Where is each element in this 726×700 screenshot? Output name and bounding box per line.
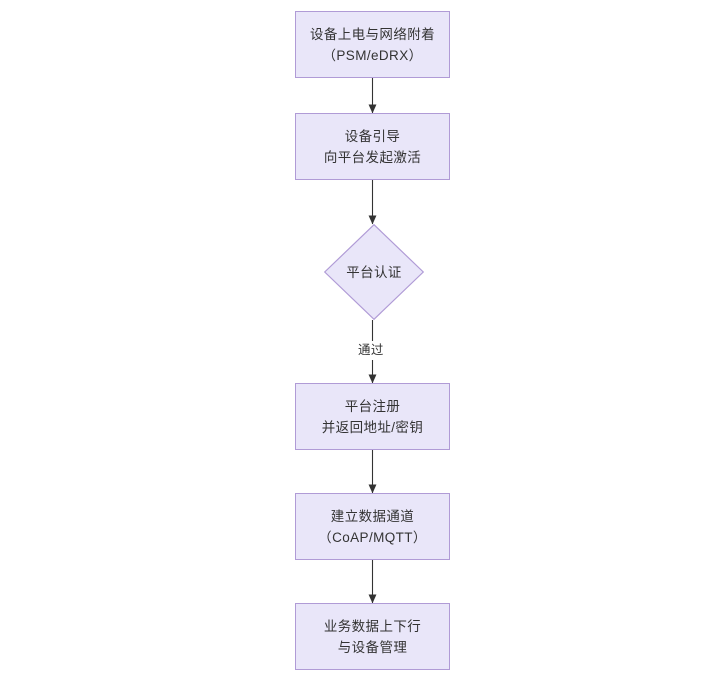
node-platform-auth-label: 平台认证: [324, 224, 424, 320]
edge-label-pass: 通过: [355, 341, 387, 360]
node-bootstrap[interactable]: 设备引导 向平台发起激活: [295, 113, 450, 180]
node-platform-register-line-1: 平台注册: [344, 398, 401, 414]
node-power-on[interactable]: 设备上电与网络附着 （PSM/eDRX）: [295, 11, 450, 78]
node-business-data[interactable]: 业务数据上下行 与设备管理: [295, 603, 450, 670]
node-business-data-line-2: 与设备管理: [337, 639, 408, 655]
node-bootstrap-line-1: 设备引导: [344, 128, 401, 144]
node-data-channel-line-2: （CoAP/MQTT）: [318, 529, 427, 545]
node-platform-auth-line-1: 平台认证: [346, 264, 402, 280]
node-data-channel[interactable]: 建立数据通道 （CoAP/MQTT）: [295, 493, 450, 560]
node-power-on-line-2: （PSM/eDRX）: [322, 47, 423, 63]
node-business-data-line-1: 业务数据上下行: [323, 618, 422, 634]
diamond-shape: [324, 224, 424, 320]
node-power-on-line-1: 设备上电与网络附着: [309, 26, 436, 42]
node-bootstrap-line-2: 向平台发起激活: [323, 149, 422, 165]
node-data-channel-line-1: 建立数据通道: [330, 508, 415, 524]
node-platform-register-line-2: 并返回地址/密钥: [321, 419, 424, 435]
node-platform-auth[interactable]: 平台认证: [324, 224, 424, 320]
edge-label-pass-text: 通过: [358, 343, 384, 357]
node-platform-register[interactable]: 平台注册 并返回地址/密钥: [295, 383, 450, 450]
